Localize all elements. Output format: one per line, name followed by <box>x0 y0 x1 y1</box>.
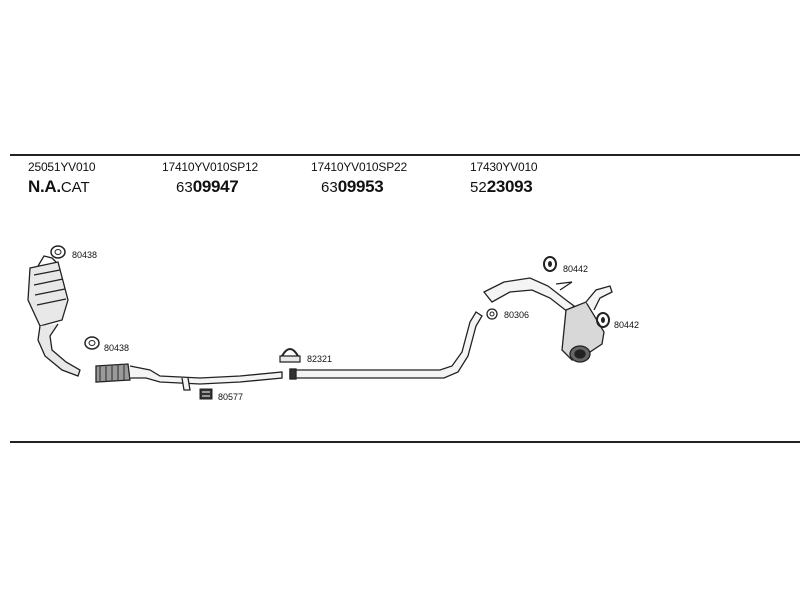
clamp: 82321 <box>279 348 332 364</box>
callout-clamp: 82321 <box>307 354 332 364</box>
callout-seal-rear: 80306 <box>504 310 529 320</box>
bottom-divider <box>10 441 800 443</box>
center-pipe <box>289 311 483 380</box>
catalytic-converter <box>27 255 81 377</box>
seal-rear: 80306 <box>486 308 529 320</box>
mount: 80577 <box>199 388 243 402</box>
hanger-lower: 80442 <box>596 312 639 330</box>
part-number: 17410YV010SP12 <box>162 160 258 174</box>
part-number: 17410YV010SP22 <box>311 160 407 174</box>
part-number: 25051YV010 <box>28 160 96 174</box>
header-center-pipe: 17410YV010SP22 6309953 <box>311 160 407 197</box>
callout-hanger-upper: 80442 <box>563 264 588 274</box>
part-code: N.A.CAT <box>28 177 90 196</box>
callout-gasket-mid: 80438 <box>104 343 129 353</box>
part-code: 5223093 <box>470 177 533 196</box>
gasket-top: 80438 <box>50 245 97 260</box>
part-code: 6309947 <box>176 177 239 196</box>
part-code: 6309953 <box>321 177 384 196</box>
callout-gasket-top: 80438 <box>72 250 97 260</box>
callout-mount: 80577 <box>218 392 243 402</box>
hanger-upper: 80442 <box>543 256 588 274</box>
part-number: 17430YV010 <box>470 160 538 174</box>
top-divider <box>10 154 800 156</box>
header-front-pipe: 17410YV010SP12 6309947 <box>162 160 258 197</box>
rear-muffler <box>482 277 613 363</box>
header-muffler: 17430YV010 5223093 <box>470 160 538 197</box>
gasket-mid: 80438 <box>84 336 129 353</box>
callout-hanger-lower: 80442 <box>614 320 639 330</box>
header-cat: 25051YV010 N.A.CAT <box>28 160 96 197</box>
front-pipe <box>95 363 283 391</box>
